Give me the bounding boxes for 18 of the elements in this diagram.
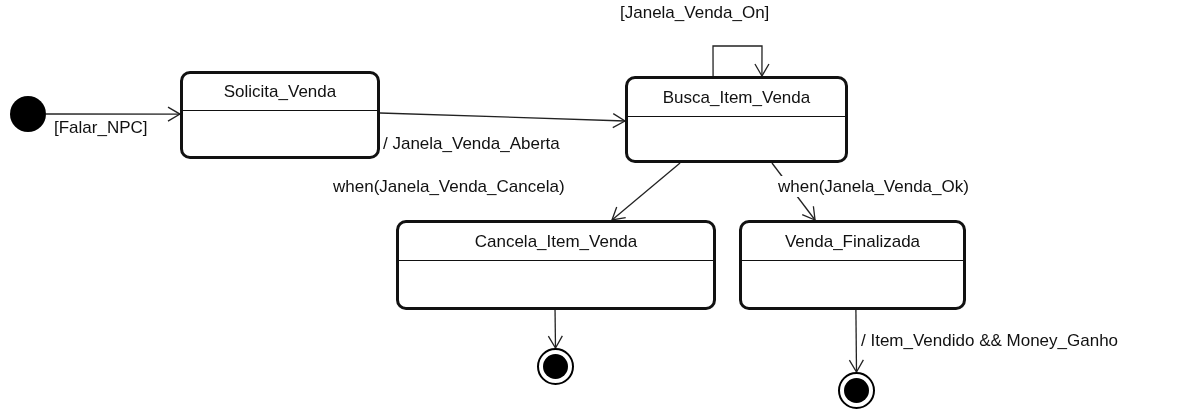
final-state xyxy=(537,348,574,385)
transition-arrow xyxy=(379,112,626,129)
transition-arrow xyxy=(547,309,563,349)
state-box xyxy=(739,220,966,310)
transition-arrow xyxy=(611,162,681,221)
transition-arrow xyxy=(45,106,181,122)
state-name: Venda_Finalizada xyxy=(784,230,921,253)
state-box xyxy=(180,71,380,159)
transition-arrow xyxy=(712,45,770,77)
state-name: Busca_Item_Venda xyxy=(662,86,811,109)
state-name: Solicita_Venda xyxy=(223,81,337,104)
state-box xyxy=(396,220,716,310)
state-name: Cancela_Item_Venda xyxy=(474,230,638,253)
initial-state xyxy=(10,96,46,132)
edge-label: when(Janela_Venda_Ok) xyxy=(778,176,969,198)
final-state xyxy=(838,372,875,409)
state-box xyxy=(625,76,848,163)
transition-arrow xyxy=(848,309,865,373)
